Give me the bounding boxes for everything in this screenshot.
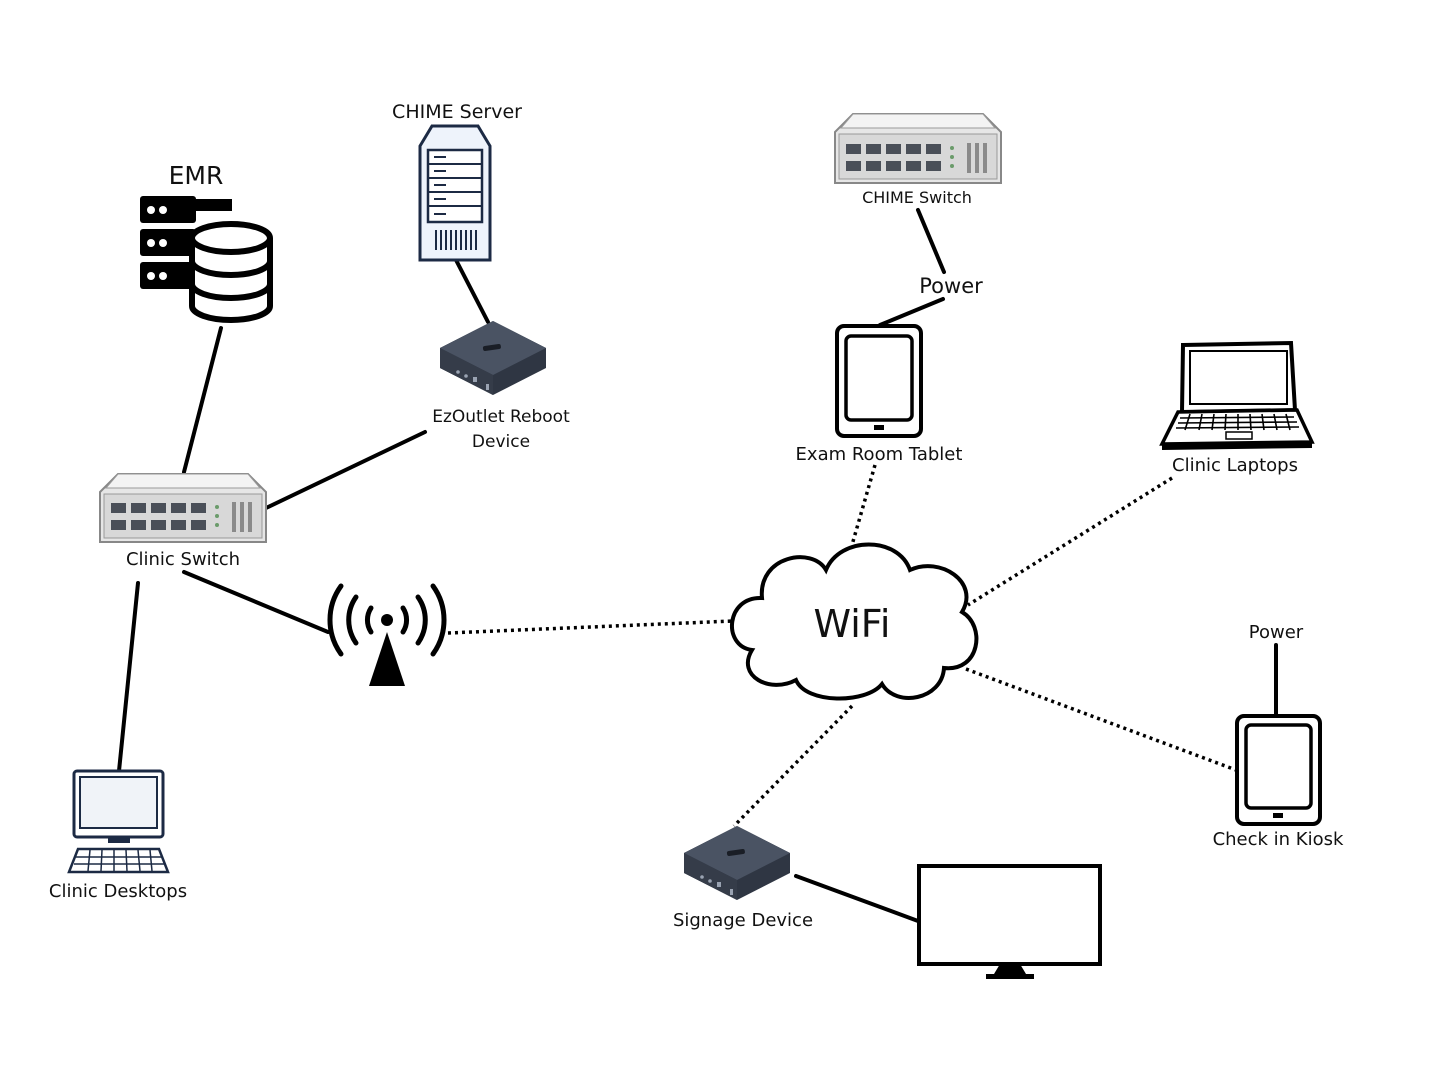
- router-box-icon: [684, 826, 790, 900]
- clinic-laptops-label: Clinic Laptops: [1172, 455, 1298, 476]
- power-label-tablet: Power: [919, 274, 983, 298]
- ezoutlet-label-line1: EzOutlet Reboot: [432, 407, 570, 427]
- tablet-icon: [835, 324, 923, 438]
- signage-device-label: Signage Device: [673, 910, 813, 931]
- chime-switch-label: CHIME Switch: [862, 188, 972, 207]
- exam-room-tablet-label: Exam Room Tablet: [796, 444, 963, 465]
- chime-switch: CHIME Switch: [834, 113, 1002, 207]
- clinic-switch-label: Clinic Switch: [126, 549, 240, 570]
- wifi-link-tablet: [850, 464, 877, 546]
- power-label-kiosk: Power: [1249, 622, 1304, 643]
- desktop-icon: [67, 769, 170, 874]
- laptop-icon: [1159, 340, 1315, 450]
- link-server-ezoutlet: [454, 258, 490, 324]
- wifi-link-kiosk: [965, 667, 1237, 772]
- clinic-laptops: Clinic Laptops: [1159, 340, 1315, 476]
- ezoutlet-device: EzOutlet Reboot Device: [432, 321, 570, 452]
- wired-connections: [117, 208, 1278, 923]
- switch-icon: [834, 113, 1002, 184]
- monitor-icon: [917, 864, 1102, 979]
- wifi-cloud: WiFi: [729, 542, 979, 701]
- router-box-icon: [440, 321, 546, 395]
- check-in-kiosk-label: Check in Kiosk: [1213, 829, 1344, 850]
- wifi-connections: [447, 464, 1237, 828]
- wifi-link-signage: [732, 704, 854, 828]
- clinic-desktops: Clinic Desktops: [49, 769, 187, 902]
- server-icon: [418, 124, 492, 262]
- cloud-icon: [729, 542, 979, 701]
- link-emr-switch: [182, 326, 223, 474]
- database-icon: [189, 221, 273, 323]
- link-chimeswitch-power: [916, 208, 946, 274]
- link-power-tablet: [878, 297, 945, 327]
- chime-server: CHIME Server: [392, 101, 522, 262]
- wifi-link-laptops: [967, 476, 1173, 607]
- signage-device: Signage Device: [673, 826, 813, 931]
- link-signage-monitor: [794, 874, 920, 923]
- tablet-icon: [1235, 714, 1322, 826]
- link-switch-antenna: [182, 570, 330, 634]
- wifi-link-antenna: [447, 619, 734, 635]
- switch-icon: [99, 473, 267, 543]
- exam-room-tablet: Exam Room Tablet: [796, 324, 963, 465]
- emr-label: EMR: [169, 161, 224, 190]
- link-ezoutlet-switch: [264, 430, 427, 510]
- check-in-kiosk: Check in Kiosk: [1213, 714, 1344, 850]
- emr-database: EMR: [140, 161, 273, 323]
- wifi-label: WiFi: [814, 602, 891, 646]
- clinic-switch: Clinic Switch: [99, 473, 267, 570]
- antenna-icon: [327, 583, 447, 686]
- link-switch-desktops: [117, 581, 140, 773]
- ezoutlet-label-line2: Device: [472, 432, 530, 452]
- clinic-desktops-label: Clinic Desktops: [49, 881, 187, 902]
- chime-server-label: CHIME Server: [392, 101, 522, 123]
- server-stack-icon: [140, 196, 232, 289]
